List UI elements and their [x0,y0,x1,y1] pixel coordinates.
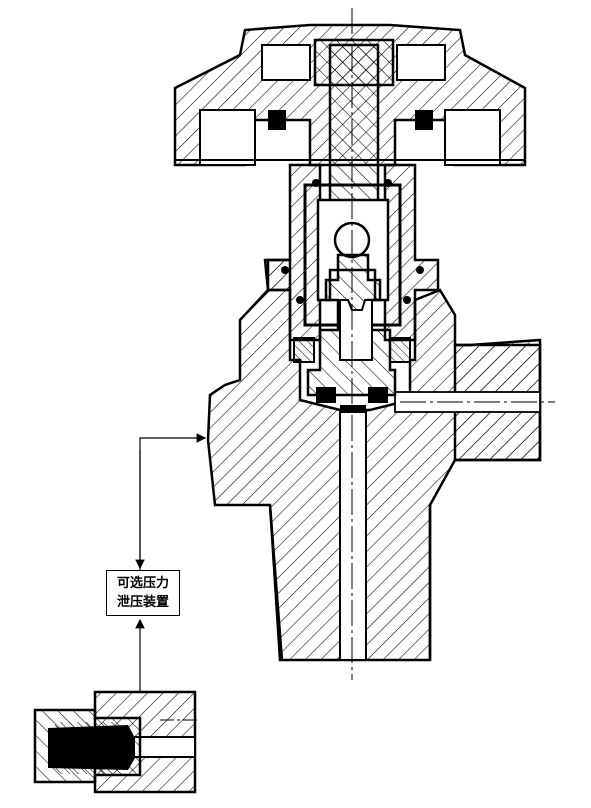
seal-ring-right [368,387,388,403]
leader-lines [135,433,207,692]
leader-to-body [139,433,207,570]
o-rings [281,179,424,304]
pressure-relief-device [33,690,197,794]
relief-device-label: 可选压力 泄压装置 [106,570,180,616]
label-line-1: 可选压力 [116,576,169,591]
label-line-2: 泄压装置 [116,595,169,610]
valve-stem [293,38,411,413]
seal-ring-left [316,387,336,403]
valve-body [206,258,542,662]
handwheel-top-recess-left [261,44,311,81]
inlet-passage [339,409,367,661]
handwheel-pocket-left [199,109,256,166]
handwheel-pocket-right [444,109,501,166]
relief-disc [48,725,135,770]
handwheel-top-recess-right [396,44,446,81]
